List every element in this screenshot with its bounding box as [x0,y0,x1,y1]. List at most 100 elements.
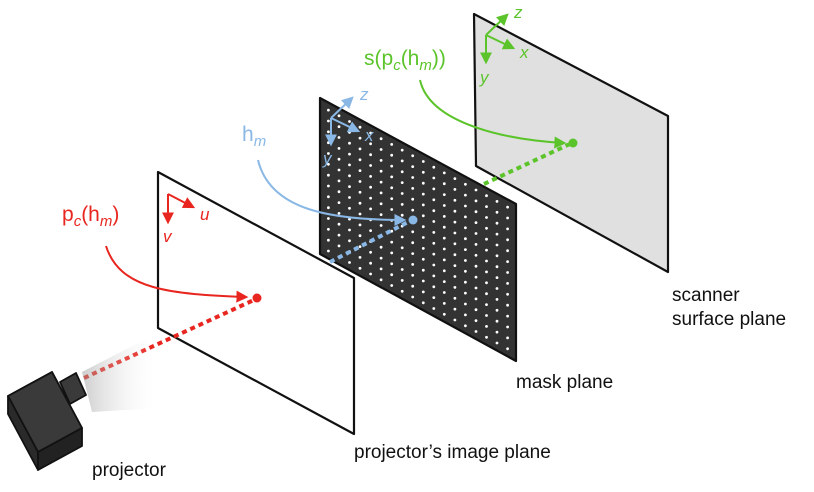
mask-dot [432,209,436,213]
mask-dot [495,243,499,247]
mask-plane-label: mask plane [516,372,614,393]
mask-dot [348,261,351,264]
mask-dot [442,302,446,305]
mask-dot [442,215,446,218]
mask-dot [369,131,372,135]
s-arrow [419,79,567,149]
mask-dot [506,271,509,274]
mask-dot [390,251,394,255]
mask-dot [432,252,436,256]
mask-dot [411,295,415,299]
mask-dot [495,254,499,258]
mask-dot [474,319,478,322]
mask-y-axis-label: y [323,149,332,168]
mask-dot [327,184,330,188]
mask-dot [442,182,446,186]
mask-dot [400,257,404,261]
mask-dot [400,159,404,163]
mask-dot [495,210,499,214]
mask-dot [379,159,383,162]
mask-dot [474,286,478,290]
mask-dot [337,222,341,226]
mask-point [408,215,418,225]
mask-dot [421,160,425,163]
mask-dot [432,165,436,169]
mask-dot [400,170,404,174]
mask-dot [400,203,404,206]
mask-dot [369,142,372,146]
mask-dot [411,284,415,288]
projector-label: projector [92,460,166,481]
pc-annotation: pc(hm) [62,203,120,230]
mask-dot [442,193,446,197]
mask-dot [348,239,351,243]
mask-dot [369,153,372,157]
mask-dot [453,220,457,224]
mask-dot [390,262,394,266]
mask-dot [464,269,467,273]
mask-dot [348,152,351,156]
mask-dot [442,236,446,240]
mask-dot [400,279,404,282]
mask-dot [453,188,457,191]
mask-dot [348,141,351,145]
mask-dot [379,267,383,271]
mask-dot [327,238,330,242]
mask-dot [421,247,425,250]
mask-dot [453,318,457,322]
mask-dot [369,185,372,189]
mask-dot [337,168,341,172]
mask-dot [358,234,362,238]
mask-dot [495,308,499,312]
mask-dot [421,268,425,272]
mask-dot [348,163,351,167]
image-u-axis-label: u [200,205,210,224]
mask-dot [485,325,488,328]
mask-dot [464,204,467,208]
mask-dot [474,253,478,257]
mask-dot [327,206,330,210]
mask-dot [464,237,467,241]
mask-dot [348,174,351,178]
mask-dot [337,157,341,161]
mask-dot [421,192,425,196]
mask-dot [358,201,362,205]
mask-plane [318,96,518,363]
mask-dot [327,195,330,199]
mask-dot [464,193,467,197]
mask-dot [495,265,499,269]
mask-dot [464,302,467,306]
mask-dot [432,220,436,223]
mask-dot [495,298,499,301]
mask-dot [411,208,415,212]
mask-dot [495,221,499,225]
mask-dot [432,231,436,234]
mask-dot [485,270,488,274]
mask-dot [453,264,457,267]
mask-dot [432,307,436,310]
mask-dot [327,217,330,220]
mask-dot [421,257,425,261]
mask-dot [506,249,509,253]
mask-dot [327,162,330,166]
mask-dot [337,212,341,215]
mask-dot [358,266,362,270]
mask-dot [358,212,362,216]
mask-dot [421,214,425,218]
mask-dot [432,296,436,299]
mask-dot [400,192,404,195]
mask-dot [411,154,415,158]
mask-dot [421,290,425,294]
mask-dot [495,319,499,323]
mask-dot [400,289,404,293]
mask-dot [337,114,341,118]
mask-dot [400,246,404,250]
mask-dot [400,213,404,217]
mask-dot [327,249,330,253]
mask-dot [506,238,509,242]
mask-dot [411,263,415,266]
mask-dot [379,245,383,249]
scanner-z-axis-label: z [514,3,523,22]
mask-dot [442,258,446,262]
mask-dot [495,287,499,290]
